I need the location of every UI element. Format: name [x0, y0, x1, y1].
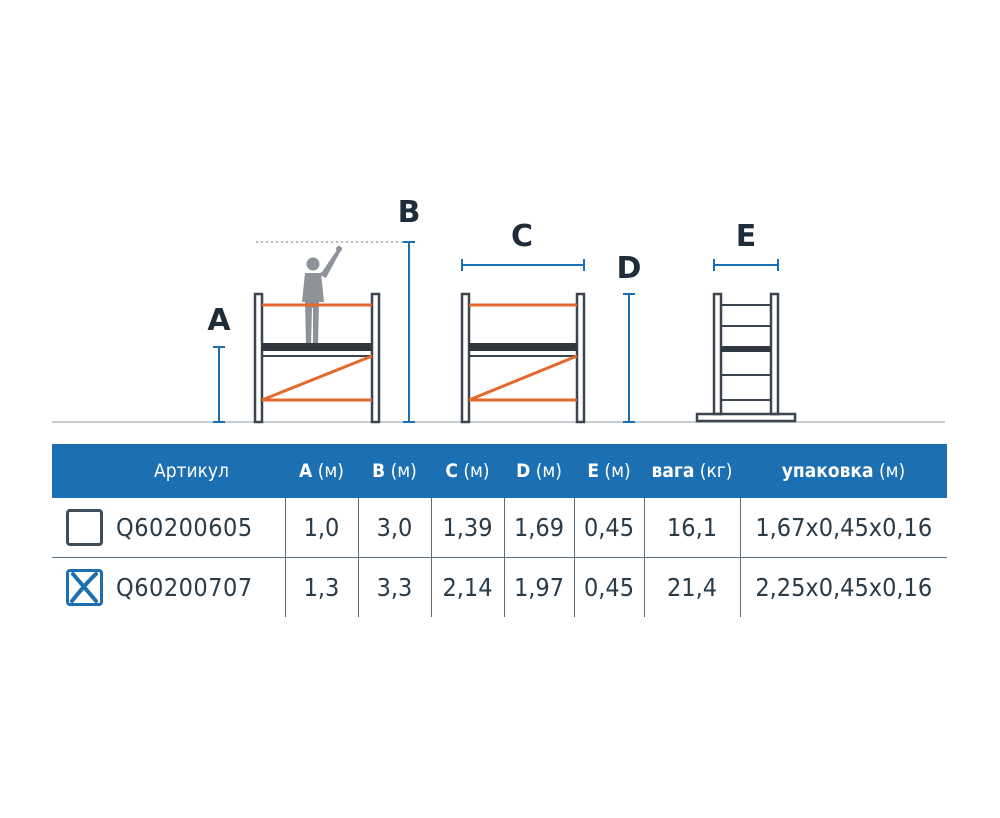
value-e: 0,45	[573, 498, 644, 558]
dimension-b	[403, 241, 415, 423]
article-code: Q60200707	[116, 573, 253, 602]
header-article: Артикул	[154, 460, 229, 482]
dimension-a	[213, 346, 225, 423]
value-package: 1,67x0,45x0,16	[739, 498, 947, 558]
header-weight: вага (кг)	[651, 460, 733, 482]
value-a: 1,3	[284, 557, 358, 617]
scaffold-diagram: A B C D	[52, 195, 945, 424]
dimension-label-b: B	[398, 195, 421, 230]
person-icon	[302, 246, 342, 345]
value-d: 1,69	[503, 498, 574, 558]
value-c: 1,39	[430, 498, 504, 558]
dimension-label-e: E	[736, 219, 757, 254]
article-code: Q60200605	[116, 513, 253, 542]
header-d: D (м)	[516, 460, 562, 482]
scaffold-side	[695, 292, 797, 423]
value-b: 3,3	[357, 557, 431, 617]
check-cross-icon	[70, 572, 98, 603]
scaffold-front-with-person	[253, 241, 408, 424]
value-weight: 21,4	[643, 557, 740, 617]
scaffold-front	[460, 292, 586, 424]
table-row: Q60200605 1,0 3,0 1,39 1,69 0,45 16,1 1,…	[52, 498, 947, 558]
dimension-label-d: D	[617, 251, 642, 286]
value-package: 2,25x0,45x0,16	[739, 557, 947, 617]
value-b: 3,0	[357, 498, 431, 558]
dimension-e	[713, 259, 779, 271]
table-header: Артикул A (м) B (м) C (м) D (м) E (м) ва…	[52, 444, 947, 498]
dimension-d	[623, 293, 635, 423]
checkbox-unchecked[interactable]	[66, 509, 103, 546]
value-weight: 16,1	[643, 498, 740, 558]
article-cell: Q60200605	[52, 498, 285, 558]
header-package: упаковка (м)	[781, 460, 906, 482]
article-cell: Q60200707	[52, 558, 285, 618]
dimension-c	[461, 259, 585, 271]
table-row: Q60200707 1,3 3,3 2,14 1,97 0,45 21,4 2,…	[52, 557, 947, 618]
value-d: 1,97	[503, 557, 574, 617]
header-c: C (м)	[445, 460, 490, 482]
header-a: A (м)	[299, 460, 344, 482]
header-b: B (м)	[372, 460, 417, 482]
value-c: 2,14	[430, 557, 504, 617]
checkbox-checked[interactable]	[66, 569, 103, 606]
spec-table: Артикул A (м) B (м) C (м) D (м) E (м) ва…	[52, 444, 947, 617]
value-e: 0,45	[573, 557, 644, 617]
value-a: 1,0	[284, 498, 358, 558]
dimension-label-c: C	[511, 219, 533, 254]
dimension-label-a: A	[207, 303, 231, 338]
header-e: E (м)	[587, 460, 631, 482]
